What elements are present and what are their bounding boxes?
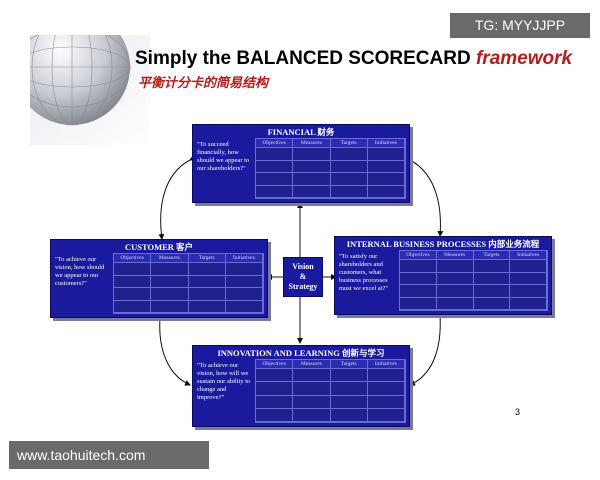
learning-panel: INNOVATION AND LEARNING 创新与学习 "To achiev…: [192, 345, 410, 427]
learning-question: "To achieve our vision, how will we sust…: [197, 362, 251, 401]
internal-grid: Objectives Measures Targets Initiatives: [399, 250, 548, 311]
financial-question: "To succeed financially, how should we a…: [197, 141, 250, 172]
financial-title: FINANCIAL 财务: [267, 127, 335, 137]
watermark-bottom: www.taohuitech.com: [9, 441, 209, 469]
col-measures: Measures: [293, 139, 331, 148]
vision-line3: Strategy: [288, 282, 318, 291]
financial-grid: Objectives Measures Targets Initiatives: [255, 138, 406, 199]
col-objectives: Objectives: [400, 251, 437, 260]
learning-title: INNOVATION AND LEARNING 创新与学习: [217, 348, 385, 358]
col-initiatives: Initiatives: [510, 251, 547, 260]
slide-subtitle: 平衡计分卡的简易结构: [138, 76, 269, 91]
page-number: 3: [515, 407, 521, 417]
vision-strategy-box: Vision & Strategy: [283, 257, 323, 297]
col-objectives: Objectives: [256, 139, 294, 148]
connectors: [157, 154, 444, 386]
col-initiatives: Initiatives: [367, 139, 405, 148]
title-emphasis: framework: [475, 48, 573, 69]
arc-financial-customer: [158, 154, 196, 240]
financial-panel: FINANCIAL 财务 "To succeed financially, ho…: [192, 124, 410, 203]
globe-image: [30, 35, 150, 145]
internal-panel: INTERNAL BUSINESS PROCESSES 内部业务流程 "To s…: [334, 236, 552, 315]
col-measures: Measures: [293, 360, 331, 369]
col-targets: Targets: [330, 139, 368, 148]
arc-customer-learning: [157, 312, 191, 386]
col-targets: Targets: [473, 251, 511, 260]
col-targets: Targets: [188, 254, 226, 263]
col-targets: Targets: [330, 360, 368, 369]
customer-title: CUSTOMER 客户: [124, 242, 194, 252]
arc-financial-internal: [404, 154, 444, 237]
customer-question: "To achieve our vision, how should we ap…: [55, 256, 105, 287]
title-text: Simply the BALANCED SCORECARD: [135, 48, 471, 69]
vision-line2: &: [299, 272, 307, 281]
col-measures: Measures: [151, 254, 189, 263]
slide: Simply the BALANCED SCORECARD framework …: [30, 35, 572, 445]
internal-question: "To satisfy our shareholders and custome…: [339, 253, 389, 292]
customer-grid: Objectives Measures Targets Initiatives: [113, 253, 264, 314]
col-measures: Measures: [436, 251, 474, 260]
arc-internal-learning: [409, 309, 443, 386]
internal-title: INTERNAL BUSINESS PROCESSES 内部业务流程: [346, 239, 540, 249]
slide-title: Simply the BALANCED SCORECARD framework: [135, 48, 572, 70]
col-initiatives: Initiatives: [367, 360, 405, 369]
vision-line1: Vision: [292, 262, 314, 271]
learning-grid: Objectives Measures Targets Initiatives: [255, 359, 406, 423]
col-objectives: Objectives: [256, 360, 294, 369]
customer-panel: CUSTOMER 客户 "To achieve our vision, how …: [50, 239, 268, 318]
col-initiatives: Initiatives: [225, 254, 263, 263]
watermark-top: TG: MYYJJPP: [450, 13, 590, 38]
col-objectives: Objectives: [114, 254, 152, 263]
